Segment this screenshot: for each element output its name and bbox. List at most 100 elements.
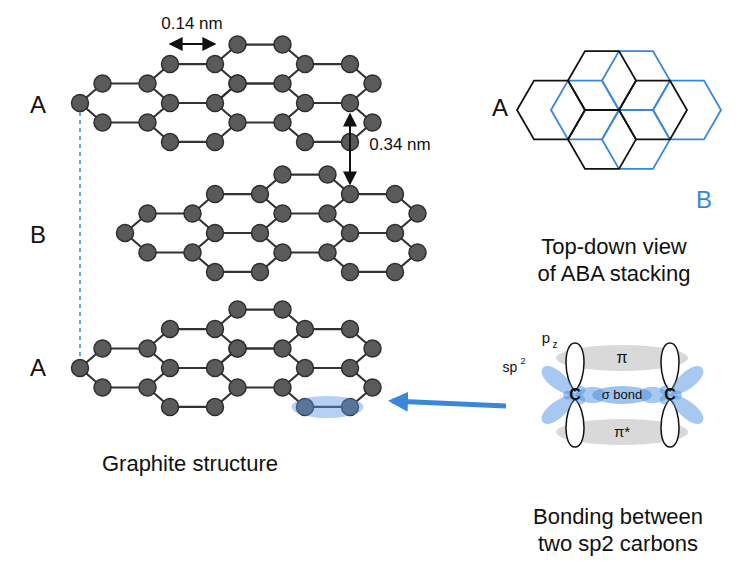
carbon-atom	[387, 186, 404, 203]
carbon-atom	[319, 205, 336, 222]
carbon-atom	[342, 360, 359, 377]
layer-label: A	[30, 90, 46, 120]
carbon-atom	[162, 133, 179, 150]
orbital-label: sp	[503, 359, 518, 377]
panel-caption: Graphite structure	[102, 450, 278, 478]
carbon-atom	[94, 75, 111, 92]
carbon-atom	[274, 244, 291, 261]
carbon-atom	[252, 186, 269, 203]
carbon-atom	[274, 36, 291, 53]
carbon-atom	[207, 398, 224, 415]
carbon-atom	[162, 56, 179, 73]
carbon-atom	[342, 225, 359, 242]
carbon-atom	[297, 133, 314, 150]
carbon-atom	[207, 186, 224, 203]
carbon-atom	[274, 166, 291, 183]
carbon-atom	[364, 114, 381, 131]
atom-label: C	[569, 385, 581, 405]
carbon-atom	[297, 321, 314, 338]
carbon-atom	[229, 340, 246, 357]
carbon-atom	[319, 244, 336, 261]
carbon-atom	[229, 301, 246, 318]
carbon-atom	[342, 263, 359, 280]
layer-label: A	[30, 353, 46, 383]
dimension-arrow	[170, 43, 215, 45]
carbon-atom	[297, 360, 314, 377]
orbital-label: π*	[614, 423, 630, 442]
carbon-atom	[139, 340, 156, 357]
carbon-atom	[364, 340, 381, 357]
carbon-atom	[342, 56, 359, 73]
carbon-atom	[274, 114, 291, 131]
carbon-atom	[364, 379, 381, 396]
carbon-atom	[297, 95, 314, 112]
hexagon-outline	[619, 81, 687, 140]
carbon-atom	[207, 360, 224, 377]
carbon-atom	[184, 244, 201, 261]
carbon-atom	[229, 36, 246, 53]
carbon-atom	[117, 225, 134, 242]
carbon-atom	[274, 379, 291, 396]
layer-label: B	[696, 185, 712, 215]
orbital-subscript: z	[553, 339, 558, 352]
carbon-atom	[184, 205, 201, 222]
carbon-atom	[274, 75, 291, 92]
carbon-atom	[319, 166, 336, 183]
carbon-atom	[409, 244, 426, 261]
bond-highlight	[292, 396, 364, 418]
carbon-atom	[229, 340, 246, 357]
carbon-atom	[139, 114, 156, 131]
carbon-atom	[72, 95, 89, 112]
carbon-atom	[207, 263, 224, 280]
carbon-atom	[274, 301, 291, 318]
hexagon-outline	[517, 81, 585, 140]
layer-label: B	[30, 220, 46, 250]
panel-caption: Top-down view of ABA stacking	[504, 233, 724, 288]
carbon-atom	[207, 95, 224, 112]
carbon-atom	[139, 379, 156, 396]
carbon-atom	[229, 75, 246, 92]
carbon-atom	[297, 56, 314, 73]
carbon-atom	[409, 205, 426, 222]
carbon-atom	[342, 95, 359, 112]
hexagon-outline	[568, 110, 636, 169]
orbital-label: p	[542, 329, 550, 348]
carbon-atom	[162, 360, 179, 377]
dimension-label: 0.14 nm	[161, 13, 222, 34]
carbon-atom	[229, 379, 246, 396]
carbon-atom	[94, 379, 111, 396]
carbon-atom	[274, 205, 291, 222]
carbon-atom	[162, 321, 179, 338]
carbon-atom	[229, 114, 246, 131]
carbon-atom	[162, 95, 179, 112]
carbon-atom	[342, 321, 359, 338]
layer-label: A	[492, 93, 508, 123]
orbital-superscript: 2	[520, 356, 525, 367]
pointer-arrow	[392, 401, 506, 406]
sigma-bond	[592, 386, 652, 404]
alignment-line	[79, 112, 81, 360]
carbon-atom	[207, 133, 224, 150]
carbon-atom	[139, 75, 156, 92]
dimension-label: 0.34 nm	[369, 134, 430, 155]
carbon-atom	[207, 321, 224, 338]
carbon-atom	[72, 360, 89, 377]
carbon-atom	[94, 340, 111, 357]
carbon-atom	[139, 205, 156, 222]
carbon-atom	[274, 340, 291, 357]
atom-label: C	[664, 385, 676, 405]
carbon-atom	[207, 56, 224, 73]
carbon-atom	[387, 225, 404, 242]
carbon-atom	[364, 75, 381, 92]
carbon-atom	[252, 263, 269, 280]
carbon-atom	[162, 398, 179, 415]
carbon-atom	[252, 225, 269, 242]
carbon-atom	[139, 244, 156, 261]
hexagon-outline	[568, 51, 636, 110]
carbon-atom	[342, 186, 359, 203]
carbon-atom	[229, 75, 246, 92]
bond-label: σ bond	[602, 387, 643, 403]
orbital-label: π	[616, 348, 627, 368]
panel-caption: Bonding between two sp2 carbons	[498, 503, 738, 558]
carbon-atom	[387, 263, 404, 280]
